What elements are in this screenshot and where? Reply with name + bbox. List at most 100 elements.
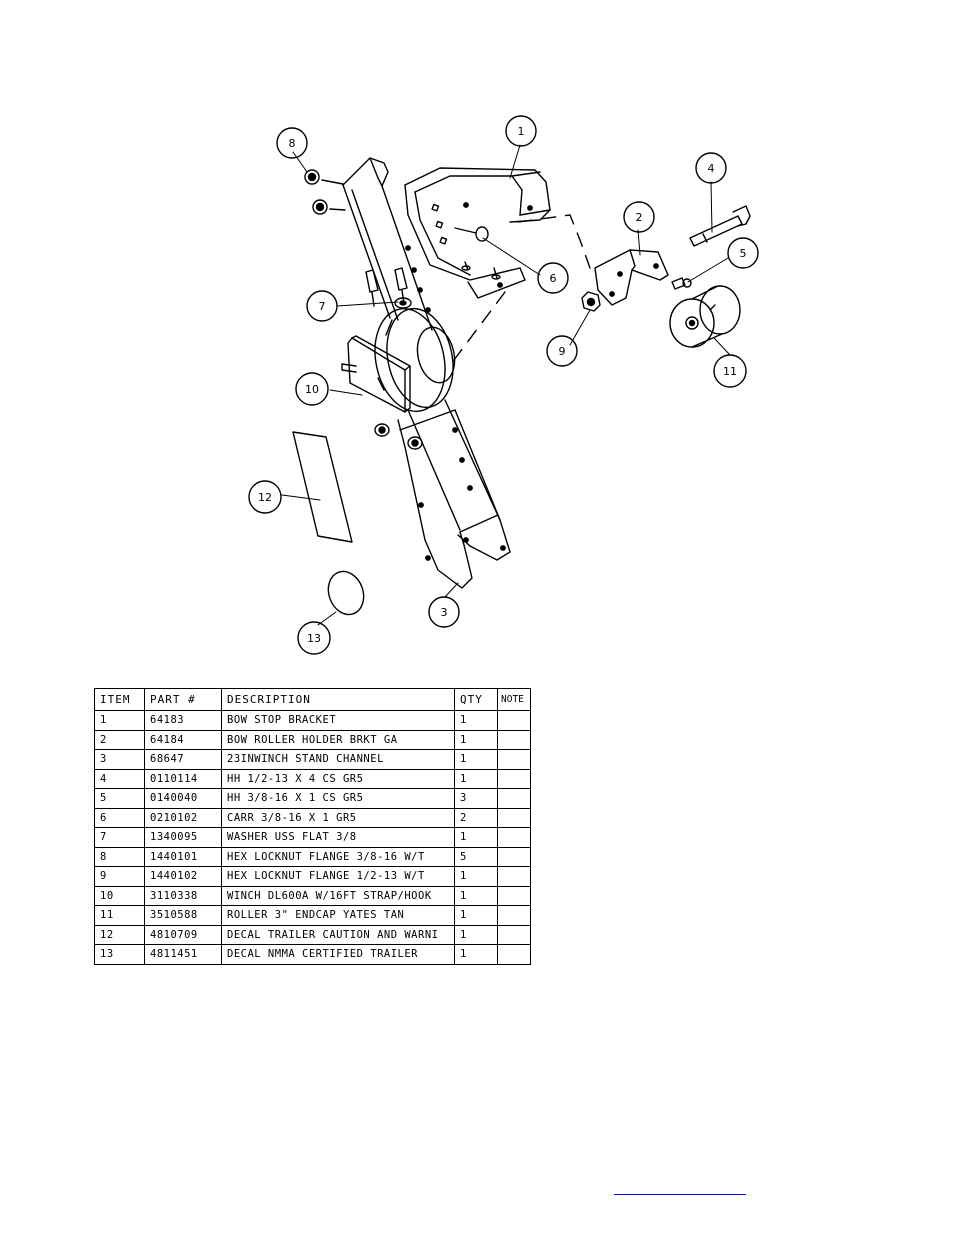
svg-text:7: 7 [319,300,326,313]
callout-10: 10 [295,372,329,406]
bom-header-row: ITEM PART # DESCRIPTION QTY NOTE [94,688,531,711]
bom-cell-desc: WASHER USS FLAT 3/8 [221,827,455,848]
bom-cell-part: 4810709 [144,924,222,945]
callout-6: 6 [537,262,569,294]
callout-8: 8 [276,127,308,159]
part-13-round-decal [327,570,365,616]
svg-text:10: 10 [305,383,319,396]
footer-link[interactable] [614,1180,746,1195]
callout-7: 7 [306,290,338,322]
bom-cell-qty: 1 [454,944,498,965]
bom-cell-item: 10 [94,885,145,906]
bom-cell-item: 2 [94,729,145,750]
bom-cell-qty: 3 [454,788,498,809]
bom-header-note: NOTE [497,688,531,711]
part-4-hex-bolt [689,205,751,247]
bom-cell-note [497,768,531,789]
bom-cell-desc: CARR 3/8-16 X 1 GR5 [221,807,455,828]
callout-4: 4 [695,152,727,184]
bom-cell-note [497,807,531,828]
bom-cell-note [497,788,531,809]
bom-cell-note [497,749,531,770]
bom-cell-qty: 2 [454,807,498,828]
callout-9: 9 [546,335,578,367]
bom-cell-desc: 23INWINCH STAND CHANNEL [221,749,455,770]
callout-11: 11 [713,354,747,388]
bom-cell-desc: DECAL NMMA CERTIFIED TRAILER [221,944,455,965]
bom-cell-item: 5 [94,788,145,809]
bom-cell-note [497,885,531,906]
svg-text:9: 9 [559,345,566,358]
bom-cell-qty: 1 [454,768,498,789]
svg-text:6: 6 [550,272,557,285]
exploded-assembly-drawing: 1 2 3 4 5 6 7 8 9 10 11 12 13 [248,115,759,655]
part-2-roller-holder-bracket [594,249,669,306]
bom-cell-note [497,827,531,848]
bom-cell-note [497,924,531,945]
svg-text:5: 5 [740,247,747,260]
callout-5: 5 [727,237,759,269]
bom-cell-qty: 1 [454,749,498,770]
bom-cell-part: 1440101 [144,846,222,867]
bom-header-part: PART # [144,688,222,711]
part-1-bow-stop-bracket [404,167,551,299]
bom-cell-qty: 1 [454,710,498,731]
bom-cell-qty: 1 [454,924,498,945]
bom-cell-desc: BOW ROLLER HOLDER BRKT GA [221,729,455,750]
part-3-stand-channel [342,157,511,589]
bom-cell-item: 8 [94,846,145,867]
bom-cell-desc: HEX LOCKNUT FLANGE 3/8-16 W/T [221,846,455,867]
bom-cell-part: 4811451 [144,944,222,965]
callout-1: 1 [505,115,537,147]
bom-cell-item: 11 [94,905,145,926]
bom-cell-part: 64183 [144,710,222,731]
bom-cell-note [497,710,531,731]
bom-cell-part: 0110114 [144,768,222,789]
svg-text:8: 8 [289,137,296,150]
bom-cell-item: 3 [94,749,145,770]
bom-cell-desc: DECAL TRAILER CAUTION AND WARNI [221,924,455,945]
bom-cell-item: 12 [94,924,145,945]
svg-text:3: 3 [441,606,448,619]
bom-cell-qty: 1 [454,905,498,926]
leader-lines [281,144,731,626]
bom-cell-note [497,866,531,887]
callout-12: 12 [248,480,282,514]
bom-cell-part: 3110338 [144,885,222,906]
bom-cell-part: 1340095 [144,827,222,848]
bom-cell-part: 64184 [144,729,222,750]
part-12-decal [292,431,353,543]
bom-cell-qty: 1 [454,866,498,887]
bom-header-qty: QTY [454,688,498,711]
bom-cell-desc: BOW STOP BRACKET [221,710,455,731]
part-10-winch [341,307,456,413]
bom-cell-part: 0210102 [144,807,222,828]
callout-2: 2 [623,201,655,233]
bom-cell-desc: WINCH DL600A W/16FT STRAP/HOOK [221,885,455,906]
bom-cell-item: 1 [94,710,145,731]
bom-header-description: DESCRIPTION [221,688,455,711]
bom-cell-part: 68647 [144,749,222,770]
part-11-roller [669,285,741,348]
svg-text:12: 12 [258,491,272,504]
bom-cell-part: 3510588 [144,905,222,926]
bom-cell-note [497,729,531,750]
assembly-dashed-lines [447,214,591,369]
bom-cell-item: 4 [94,768,145,789]
bom-cell-item: 7 [94,827,145,848]
bom-header-item: ITEM [94,688,145,711]
bom-cell-desc: HH 3/8-16 X 1 CS GR5 [221,788,455,809]
bom-cell-qty: 1 [454,729,498,750]
bom-cell-part: 1440102 [144,866,222,887]
part-8-locknuts [304,169,423,450]
bom-cell-qty: 5 [454,846,498,867]
